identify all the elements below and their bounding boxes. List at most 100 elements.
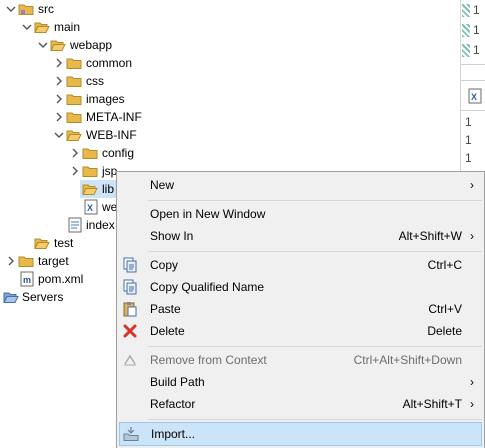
submenu-arrow-icon: ›	[470, 375, 474, 389]
menu-item-new[interactable]: New ›	[119, 174, 482, 196]
chevron-down-icon[interactable]	[5, 0, 17, 18]
menu-item-show-in[interactable]: Show In Alt+Shift+W ›	[119, 225, 482, 247]
tree-item-target[interactable]: target	[0, 252, 460, 270]
menu-item-label: Copy Qualified Name	[150, 280, 265, 294]
diff-marker	[462, 24, 470, 37]
menu-item-label: Remove from Context	[150, 353, 267, 367]
menu-item-copy-qualified-name[interactable]: Copy Qualified Name	[119, 276, 482, 298]
tree-item-label: WEB-INF	[86, 128, 137, 142]
menu-item-build-path[interactable]: Build Path ›	[119, 371, 482, 393]
servers-folder-icon	[3, 289, 19, 305]
chevron-right-icon[interactable]	[5, 252, 17, 270]
tree-item-lib[interactable]: lib	[0, 180, 460, 198]
remove-from-context-icon	[122, 352, 138, 368]
open-folder-icon	[34, 235, 50, 251]
menu-separator	[148, 419, 482, 420]
folder-icon	[82, 163, 98, 179]
tree-item-css[interactable]: css	[0, 72, 460, 90]
chevron-right-icon[interactable]	[69, 144, 81, 162]
open-folder-icon	[66, 127, 82, 143]
xml-file-icon[interactable]: X	[467, 88, 483, 107]
tree-item-label: common	[86, 56, 133, 70]
shortcut-label: Ctrl+Alt+Shift+Down	[353, 353, 462, 367]
tree-item-src[interactable]: src	[0, 0, 460, 18]
tree-item-web-xml[interactable]: X we	[0, 198, 460, 216]
folder-icon	[18, 253, 34, 269]
menu-item-copy[interactable]: Copy Ctrl+C	[119, 254, 482, 276]
shortcut-label: Alt+Shift+T	[402, 397, 462, 411]
folder-icon	[66, 91, 82, 107]
tree-item-label: target	[38, 254, 69, 268]
shortcut-label: Alt+Shift+W	[398, 229, 462, 243]
menu-item-refactor[interactable]: Refactor Alt+Shift+T ›	[119, 393, 482, 415]
shortcut-label: Ctrl+C	[427, 258, 462, 272]
xml-file-icon: X	[83, 199, 99, 215]
chevron-right-icon[interactable]	[53, 90, 65, 108]
pane-divider	[461, 64, 485, 65]
tree-item-images[interactable]: images	[0, 90, 460, 108]
tree-item-label: index	[86, 218, 115, 232]
menu-item-delete[interactable]: Delete Delete	[119, 320, 482, 342]
open-folder-icon	[50, 37, 66, 53]
tree-item-main[interactable]: main	[0, 18, 460, 36]
menu-item-label: Paste	[150, 302, 181, 316]
tree-item-common[interactable]: common	[0, 54, 460, 72]
project-explorer-tree: src main webapp common css	[0, 0, 460, 306]
pane-divider	[461, 110, 485, 111]
chevron-right-icon[interactable]	[69, 162, 81, 180]
folder-icon	[82, 145, 98, 161]
svg-text:X: X	[87, 203, 93, 213]
chevron-down-icon[interactable]	[21, 18, 33, 36]
tree-item-pom-xml[interactable]: m pom.xml	[0, 270, 460, 288]
chevron-right-icon[interactable]	[53, 54, 65, 72]
chevron-down-icon[interactable]	[53, 126, 65, 144]
import-icon	[123, 426, 139, 442]
copy-icon	[122, 257, 138, 273]
tree-item-label: pom.xml	[38, 272, 84, 286]
tree-item-web-inf[interactable]: WEB-INF	[0, 126, 460, 144]
menu-item-label: Delete	[150, 324, 185, 338]
folder-icon	[66, 73, 82, 89]
open-folder-icon	[82, 181, 98, 197]
chevron-right-icon[interactable]	[53, 72, 65, 90]
menu-item-paste[interactable]: Paste Ctrl+V	[119, 298, 482, 320]
tree-item-config[interactable]: config	[0, 144, 460, 162]
tree-item-index[interactable]: index	[0, 216, 460, 234]
tree-item-meta-inf[interactable]: META-INF	[0, 108, 460, 126]
chevron-right-icon[interactable]	[53, 108, 65, 126]
shortcut-label: Delete	[427, 324, 462, 338]
menu-item-import[interactable]: Import...	[119, 422, 482, 446]
submenu-arrow-icon: ›	[470, 229, 474, 243]
tree-item-label: META-INF	[86, 110, 142, 124]
tree-item-webapp[interactable]: webapp	[0, 36, 460, 54]
tree-item-label: jsp	[102, 164, 118, 178]
tree-item-label: test	[54, 236, 74, 250]
copy-qualified-name-icon	[122, 279, 138, 295]
pane-divider	[461, 80, 485, 81]
chevron-down-icon[interactable]	[37, 36, 49, 54]
folder-icon	[66, 55, 82, 71]
tree-item-label: config	[102, 146, 135, 160]
tree-item-test[interactable]: test	[0, 234, 460, 252]
shortcut-label: Ctrl+V	[428, 302, 462, 316]
menu-separator	[148, 251, 482, 252]
tree-item-label: css	[86, 74, 104, 88]
diff-marker	[462, 44, 470, 57]
menu-separator	[148, 200, 482, 201]
menu-item-open-in-new-window[interactable]: Open in New Window	[119, 203, 482, 225]
menu-item-remove-from-context: Remove from Context Ctrl+Alt+Shift+Down	[119, 349, 482, 371]
menu-item-label: Refactor	[150, 397, 196, 411]
menu-item-label: Import...	[151, 427, 196, 441]
tree-item-label: we	[102, 200, 118, 214]
paste-icon	[122, 301, 138, 317]
tree-item-servers[interactable]: Servers	[0, 288, 460, 306]
tree-item-label: lib	[102, 182, 115, 196]
open-folder-icon	[34, 19, 50, 35]
submenu-arrow-icon: ›	[470, 178, 474, 192]
line-number: 1	[465, 151, 472, 165]
tree-item-jsp[interactable]: jsp	[0, 162, 460, 180]
tree-item-label: main	[54, 20, 81, 34]
tree-item-label: webapp	[70, 38, 113, 52]
source-folder-icon	[18, 1, 34, 17]
context-menu: New › Open in New Window Show In Alt+Shi…	[116, 171, 485, 448]
